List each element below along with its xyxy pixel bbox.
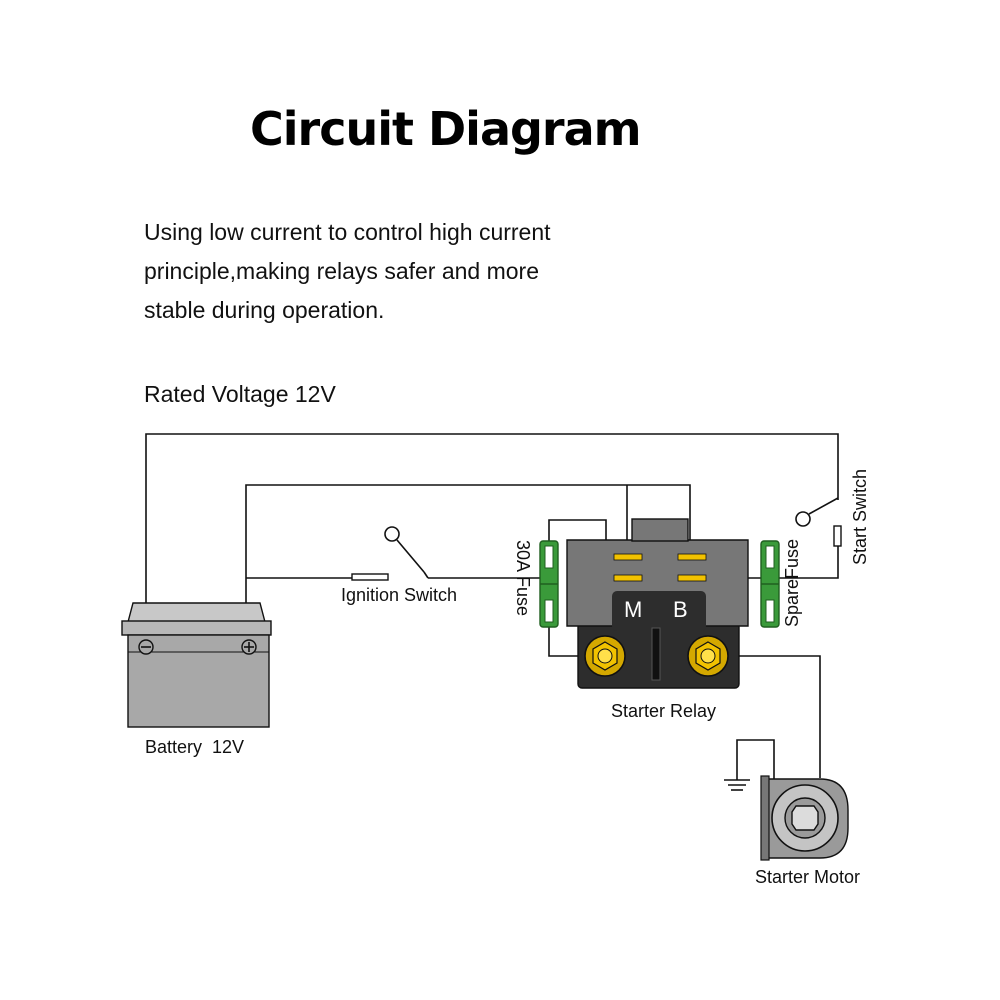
description: Using low current to control high curren…: [144, 213, 664, 330]
ignition-switch[interactable]: [351, 526, 429, 581]
wire-battery-to-start-switch: [145, 433, 839, 608]
wire-relay-b-to-motor: [728, 655, 821, 778]
description-line: stable during operation.: [144, 297, 385, 323]
relay-terminal-m: [584, 635, 626, 677]
fuse-30a-label: 30A Fuse: [513, 540, 533, 616]
connector-pin: [613, 553, 643, 561]
wire-fuse-to-relay-terminal-m: [548, 624, 585, 657]
wires: [145, 433, 839, 780]
spare-fuse: [760, 540, 780, 628]
switch-pivot-icon: [795, 511, 811, 527]
relay-terminal-b: [687, 635, 729, 677]
starter-motor: [760, 775, 849, 861]
connector-pin: [677, 553, 707, 561]
starter-motor-label: Starter Motor: [755, 867, 860, 887]
description-line: principle,making relays safer and more: [144, 258, 540, 284]
connector-pin: [677, 574, 707, 582]
relay-b-label: B: [673, 597, 688, 622]
wire-relay-to-fuse-top: [548, 519, 607, 558]
page-title: Circuit Diagram: [250, 102, 642, 156]
ignition-switch-label: Ignition Switch: [341, 585, 457, 605]
relay-m-label: M: [624, 597, 642, 622]
fuse-30a: [539, 540, 559, 628]
switch-pivot-icon: [384, 526, 400, 542]
spare-fuse-label: SpareFuse: [782, 539, 802, 627]
rated-voltage-label: Rated Voltage 12V: [144, 381, 336, 407]
plus-icon: [241, 639, 257, 655]
wire-battery-to-relay-top: [245, 484, 691, 608]
ground-icon: [724, 779, 750, 791]
battery-label: Battery 12V: [145, 737, 244, 757]
battery: [121, 602, 272, 728]
starter-relay: [566, 518, 749, 689]
start-switch[interactable]: [795, 497, 842, 547]
start-switch-label: Start Switch: [850, 469, 870, 565]
wire-motor-to-ground: [736, 739, 775, 780]
description-line: Using low current to control high curren…: [144, 219, 551, 245]
connector-pin: [613, 574, 643, 582]
wire-spare-fuse-to-start-switch: [778, 546, 839, 579]
starter-relay-label: Starter Relay: [611, 701, 716, 721]
minus-icon: [138, 639, 154, 655]
